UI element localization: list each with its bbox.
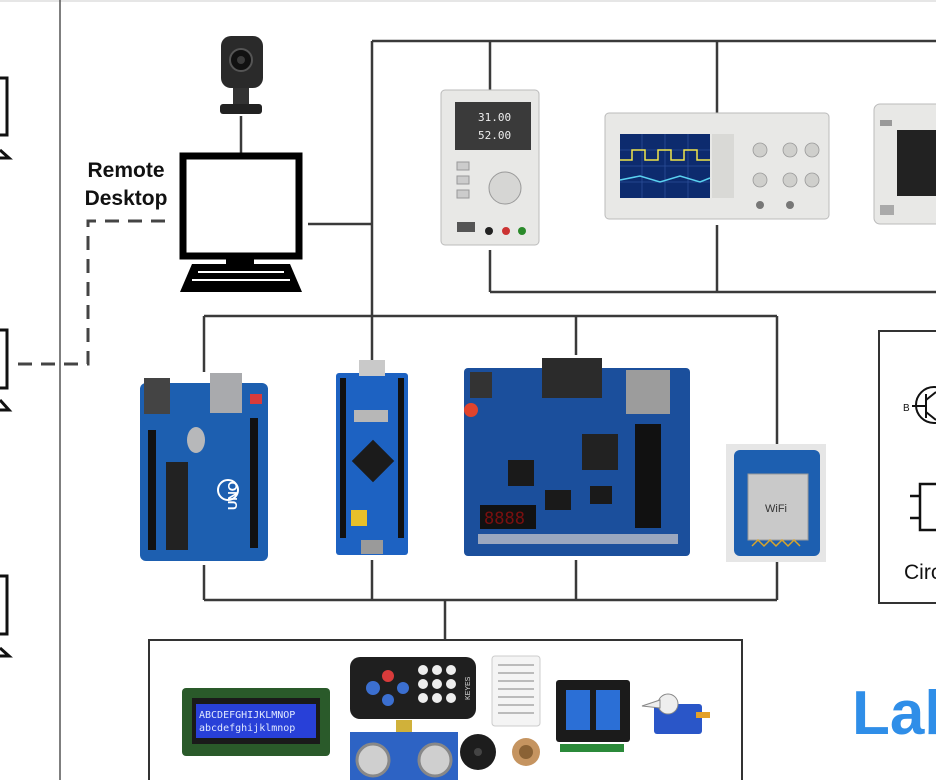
esp8266-module-icon: WiFi — [726, 444, 826, 562]
breadboard-icon — [491, 655, 541, 727]
webcam-icon — [220, 36, 263, 114]
lcd-line-1: ABCDEFGHIJKLMNOP — [199, 710, 295, 721]
components-box — [148, 639, 743, 780]
transistor-pin-label: B — [903, 403, 910, 414]
computer-icon — [0, 76, 13, 160]
lab-label: Lab — [852, 679, 936, 748]
circuit-label: Circ — [904, 561, 936, 584]
arduino-uno-icon: UNO — [140, 373, 268, 561]
buzzer-icon — [460, 734, 496, 770]
stm32-board-icon — [336, 360, 408, 555]
ir-remote-text: KEYES — [465, 676, 472, 700]
relay-module-icon — [556, 680, 630, 752]
circuit-box — [878, 330, 936, 604]
transistor-symbol-icon — [912, 386, 936, 424]
potentiometer-icon — [512, 738, 540, 766]
lcd-line-2: abcdefghijklmnop — [199, 723, 295, 734]
remote-desktop-label: Remote Desktop — [84, 159, 168, 210]
servo-motor-icon — [641, 693, 710, 734]
ic-symbol-icon — [910, 482, 936, 532]
connector-lines — [202, 39, 936, 640]
instrument-icon — [873, 103, 936, 225]
ultrasonic-sensor-icon — [350, 720, 458, 780]
monitor-icon — [179, 152, 303, 292]
esp-module-text: WiFi — [765, 503, 787, 515]
lcd-module-icon: ABCDEFGHIJKLMNOP abcdefghijklmnop — [182, 688, 330, 756]
computer-icon — [0, 328, 13, 412]
power-supply-readout-2: 52.00 — [478, 129, 511, 142]
fpga-display-text: 8888 — [484, 509, 525, 529]
uno-board-text: UNO — [225, 481, 240, 510]
ir-remote-icon: KEYES — [350, 657, 476, 719]
fpga-board-icon: 8888 — [464, 358, 690, 556]
oscilloscope-icon — [604, 112, 830, 220]
power-supply-icon: 31.00 52.00 — [440, 89, 540, 246]
remote-desktop-link — [18, 219, 170, 366]
power-supply-readout-1: 31.00 — [478, 111, 511, 124]
computer-icon — [0, 574, 13, 658]
